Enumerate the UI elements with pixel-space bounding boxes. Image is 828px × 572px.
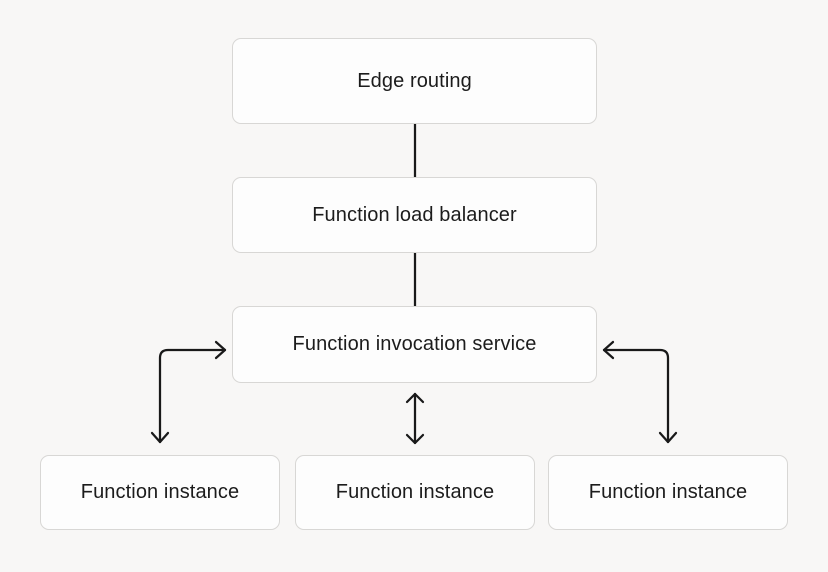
arrowhead-up-icon <box>405 392 425 404</box>
node-function-load-balancer-label: Function load balancer <box>312 203 517 226</box>
arrowhead-left-icon <box>602 340 615 360</box>
node-function-instance-1-label: Function instance <box>80 481 240 503</box>
node-edge-routing-label: Edge routing <box>357 69 472 92</box>
node-function-invocation-service: Function invocation service <box>232 306 597 383</box>
arrowhead-down-icon <box>150 431 170 444</box>
connector-invocation-service-instance-3 <box>602 348 670 444</box>
arrowhead-down-icon <box>658 431 678 444</box>
node-function-load-balancer: Function load balancer <box>232 177 597 253</box>
node-function-instance-2: Function instance <box>295 455 535 530</box>
node-edge-routing: Edge routing <box>232 38 597 124</box>
connector-invocation-service-instance-1 <box>158 348 227 444</box>
node-function-invocation-service-label: Function invocation service <box>292 333 537 355</box>
node-function-instance-2-label: Function instance <box>335 481 495 503</box>
node-function-instance-1: Function instance <box>40 455 280 530</box>
node-function-instance-3: Function instance <box>548 455 788 530</box>
node-function-instance-3-label: Function instance <box>588 481 748 503</box>
arrowhead-down-icon <box>405 433 425 445</box>
arrowhead-right-icon <box>214 340 227 360</box>
